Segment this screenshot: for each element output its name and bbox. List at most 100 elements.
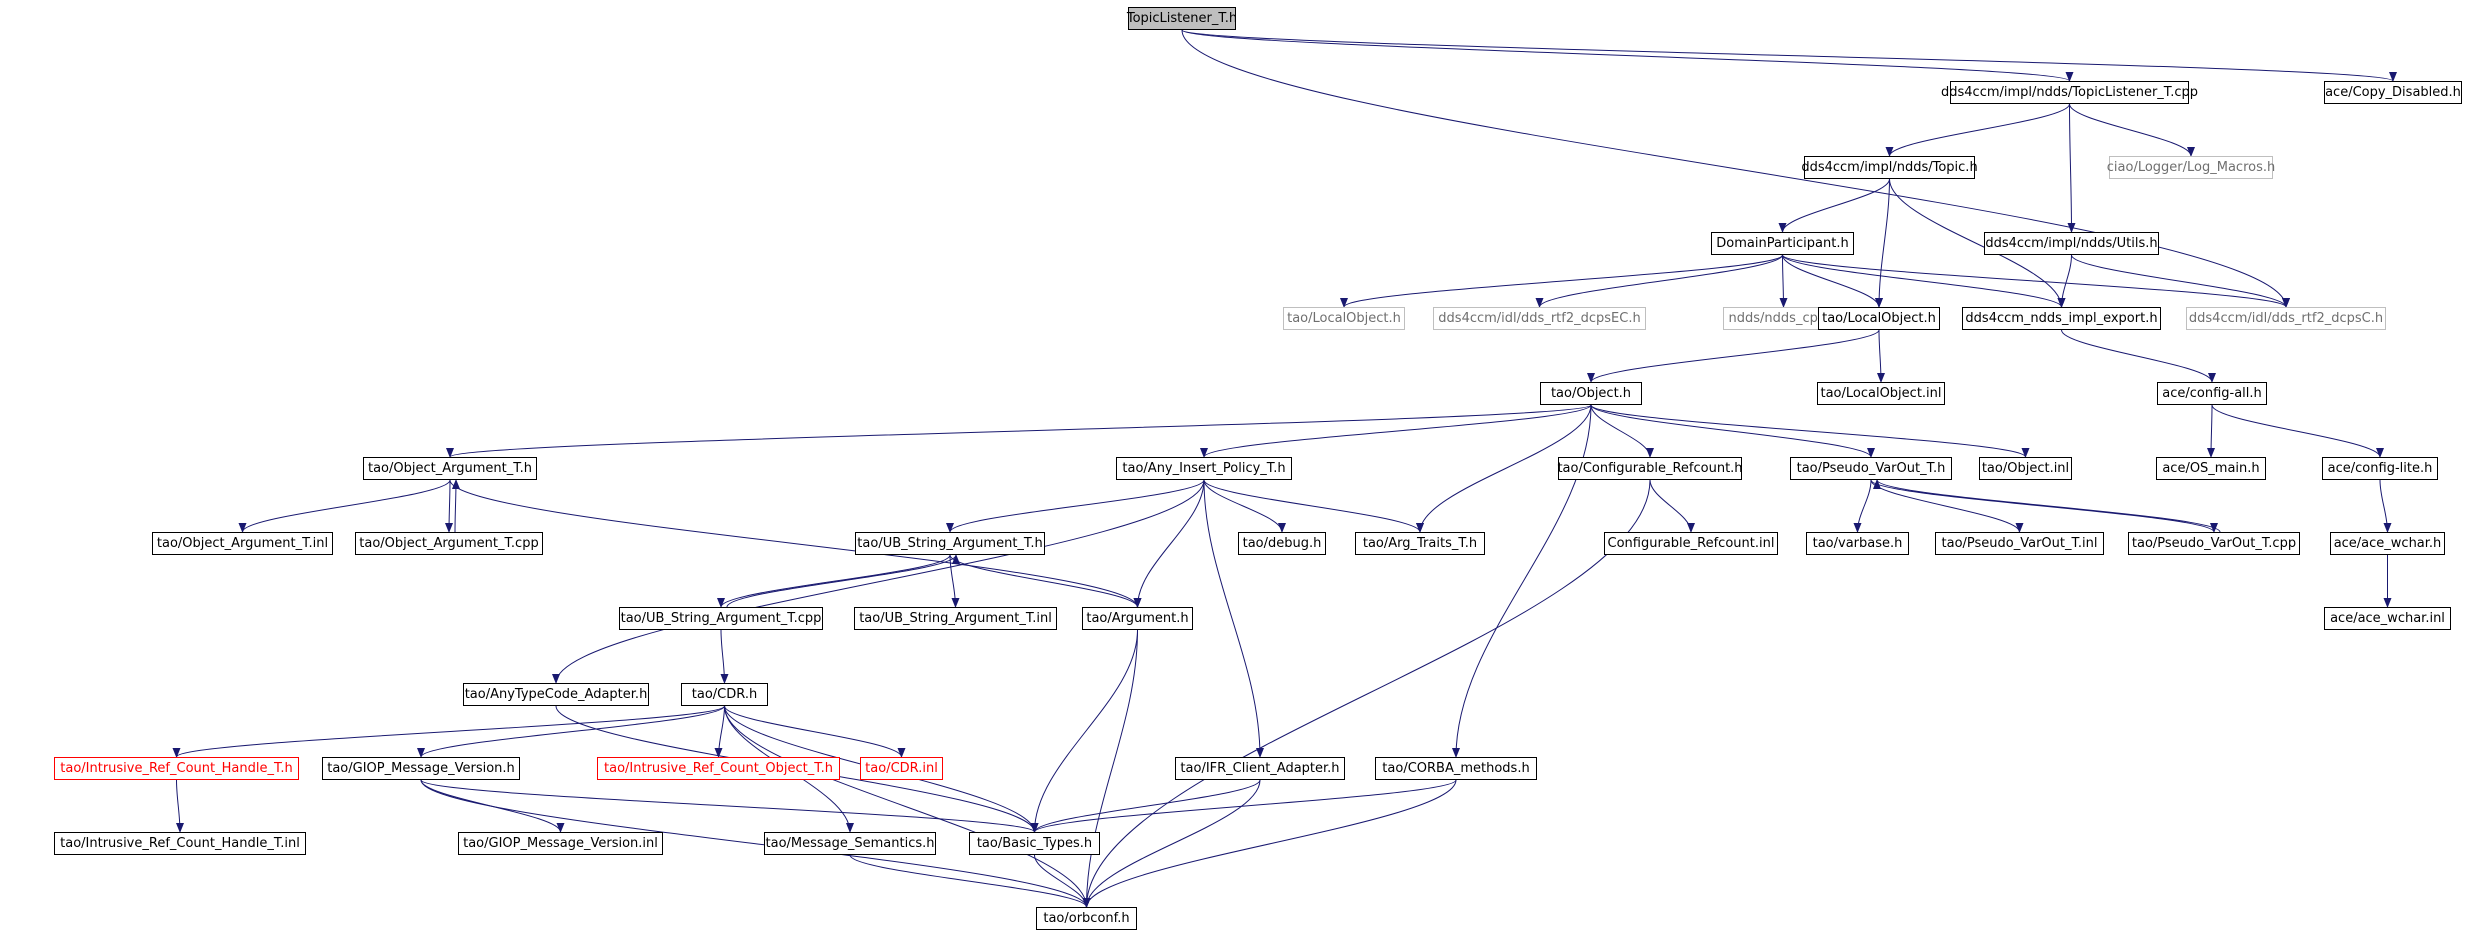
edge-tao-object-to-object-argument-h bbox=[446, 404, 1592, 458]
node-topic-h[interactable]: dds4ccm/impl/ndds/Topic.h bbox=[1801, 156, 1978, 179]
node-label: tao/Pseudo_VarOut_T.cpp bbox=[2131, 536, 2297, 551]
edge-giop-version-to-orbconf bbox=[420, 779, 1091, 908]
edge-tao-object-to-corba-methods bbox=[1452, 404, 1592, 758]
node-label: DomainParticipant.h bbox=[1716, 236, 1849, 251]
node-label: dds4ccm/impl/ndds/Topic.h bbox=[1801, 160, 1978, 175]
node-orbconf[interactable]: tao/orbconf.h bbox=[1036, 907, 1137, 930]
node-dcpsec[interactable]: dds4ccm/idl/dds_rtf2_dcpsEC.h bbox=[1433, 307, 1646, 330]
node-dcpsc[interactable]: dds4ccm/idl/dds_rtf2_dcpsC.h bbox=[2186, 307, 2386, 330]
node-label: tao/LocalObject.h bbox=[1822, 311, 1936, 326]
node-any-insert[interactable]: tao/Any_Insert_Policy_T.h bbox=[1116, 457, 1292, 480]
edge-any-insert-to-argument-h bbox=[1133, 479, 1205, 608]
node-varbase[interactable]: tao/varbase.h bbox=[1806, 532, 1909, 555]
edge-configurable-refcount-to-configurable-refcount-inl bbox=[1649, 479, 1695, 533]
node-object-argument-inl[interactable]: tao/Object_Argument_T.inl bbox=[152, 532, 333, 555]
edge-corba-methods-to-orbconf bbox=[1082, 779, 1457, 908]
edge-argument-h-to-basic-types bbox=[1030, 629, 1138, 833]
node-domainparticipant[interactable]: DomainParticipant.h bbox=[1711, 232, 1854, 255]
node-message-semantics[interactable]: tao/Message_Semantics.h bbox=[764, 832, 936, 855]
node-label: tao/Message_Semantics.h bbox=[765, 836, 935, 851]
node-tao-localobject-gray[interactable]: tao/LocalObject.h bbox=[1283, 307, 1405, 330]
edge-ub-string-cpp-to-ub-string-h bbox=[726, 554, 960, 608]
node-ub-string-cpp[interactable]: tao/UB_String_Argument_T.cpp bbox=[619, 607, 823, 630]
node-label: Configurable_Refcount.inl bbox=[1607, 536, 1775, 551]
node-label: tao/CDR.h bbox=[691, 687, 758, 702]
node-ub-string-h[interactable]: tao/UB_String_Argument_T.h bbox=[855, 532, 1045, 555]
node-label: TopicListener_T.h bbox=[1126, 11, 1238, 26]
node-giop-version-inl[interactable]: tao/GIOP_Message_Version.inl bbox=[458, 832, 663, 855]
node-configurable-refcount[interactable]: tao/Configurable_Refcount.h bbox=[1557, 457, 1743, 480]
node-intrusive-object[interactable]: tao/Intrusive_Ref_Count_Object_T.h bbox=[597, 757, 840, 780]
node-object-argument-cpp[interactable]: tao/Object_Argument_T.cpp bbox=[355, 532, 543, 555]
edge-cdr-h-to-intrusive-handle bbox=[172, 705, 725, 758]
node-label: tao/LocalObject.inl bbox=[1820, 386, 1942, 401]
node-label: tao/debug.h bbox=[1242, 536, 1322, 551]
node-label: ace/Copy_Disabled.h bbox=[2325, 85, 2461, 100]
node-corba-methods[interactable]: tao/CORBA_methods.h bbox=[1375, 757, 1537, 780]
edge-cdr-h-to-cdr-inl bbox=[724, 705, 906, 758]
node-utils-h[interactable]: dds4ccm/impl/ndds/Utils.h bbox=[1984, 232, 2159, 255]
node-label: tao/Pseudo_VarOut_T.h bbox=[1796, 461, 1946, 476]
edge-domainparticipant-to-tao-localobject-gray bbox=[1340, 254, 1783, 308]
node-pseudo-varout-h[interactable]: tao/Pseudo_VarOut_T.h bbox=[1790, 457, 1952, 480]
node-giop-version[interactable]: tao/GIOP_Message_Version.h bbox=[322, 757, 520, 780]
node-cdr-h[interactable]: tao/CDR.h bbox=[681, 683, 768, 706]
node-label: tao/Object_Argument_T.inl bbox=[156, 536, 329, 551]
edge-topiclistener-h-to-copy-disabled bbox=[1181, 29, 2397, 82]
node-basic-types[interactable]: tao/Basic_Types.h bbox=[969, 832, 1100, 855]
node-configurable-refcount-inl[interactable]: Configurable_Refcount.inl bbox=[1604, 532, 1778, 555]
edge-topiclistener-cpp-to-topic-h bbox=[1885, 103, 2070, 157]
node-anytypecode[interactable]: tao/AnyTypeCode_Adapter.h bbox=[463, 683, 649, 706]
edge-tao-localobject-to-localobject-inl bbox=[1876, 329, 1885, 383]
node-impl-export[interactable]: dds4ccm_ndds_impl_export.h bbox=[1962, 307, 2161, 330]
edge-cdr-h-to-intrusive-object bbox=[714, 705, 725, 758]
node-ifr-client[interactable]: tao/IFR_Client_Adapter.h bbox=[1175, 757, 1345, 780]
node-pseudo-varout-cpp[interactable]: tao/Pseudo_VarOut_T.cpp bbox=[2128, 532, 2300, 555]
node-ace-wchar-h[interactable]: ace/ace_wchar.h bbox=[2330, 532, 2445, 555]
edge-topiclistener-cpp-to-log-macros bbox=[2069, 103, 2195, 157]
edge-any-insert-to-debug-h bbox=[1203, 479, 1286, 533]
edge-cdr-h-to-orbconf bbox=[724, 705, 1091, 908]
edge-any-insert-to-ifr-client bbox=[1203, 479, 1264, 758]
node-cdr-inl[interactable]: tao/CDR.inl bbox=[860, 757, 943, 780]
node-label: tao/UB_String_Argument_T.cpp bbox=[620, 611, 822, 626]
node-object-argument-h[interactable]: tao/Object_Argument_T.h bbox=[363, 457, 537, 480]
node-label: dds4ccm/idl/dds_rtf2_dcpsEC.h bbox=[1438, 311, 1641, 326]
edge-topic-h-to-impl-export bbox=[1889, 178, 2066, 308]
node-os-main[interactable]: ace/OS_main.h bbox=[2156, 457, 2266, 480]
node-copy-disabled[interactable]: ace/Copy_Disabled.h bbox=[2324, 81, 2462, 104]
edge-utils-h-to-impl-export bbox=[2057, 254, 2072, 308]
node-tao-object[interactable]: tao/Object.h bbox=[1540, 382, 1642, 405]
edge-domainparticipant-to-tao-localobject bbox=[1782, 254, 1883, 308]
node-label: tao/AnyTypeCode_Adapter.h bbox=[464, 687, 648, 702]
node-object-inl[interactable]: tao/Object.inl bbox=[1979, 457, 2072, 480]
node-label: ace/OS_main.h bbox=[2162, 461, 2260, 476]
edge-tao-localobject-to-tao-object bbox=[1587, 329, 1880, 383]
node-config-lite[interactable]: ace/config-lite.h bbox=[2322, 457, 2438, 480]
node-intrusive-handle[interactable]: tao/Intrusive_Ref_Count_Handle_T.h bbox=[54, 757, 299, 780]
node-topiclistener-cpp[interactable]: dds4ccm/impl/ndds/TopicListener_T.cpp bbox=[1941, 81, 2198, 104]
node-ace-wchar-inl[interactable]: ace/ace_wchar.inl bbox=[2324, 607, 2451, 630]
edge-utils-h-to-dcpsc bbox=[2071, 254, 2290, 308]
edge-intrusive-handle-to-intrusive-handle-inl bbox=[175, 779, 184, 833]
node-arg-traits[interactable]: tao/Arg_Traits_T.h bbox=[1355, 532, 1485, 555]
node-ub-string-inl[interactable]: tao/UB_String_Argument_T.inl bbox=[854, 607, 1057, 630]
node-config-all[interactable]: ace/config-all.h bbox=[2157, 382, 2267, 405]
node-intrusive-handle-inl[interactable]: tao/Intrusive_Ref_Count_Handle_T.inl bbox=[54, 832, 306, 855]
node-label: ace/ace_wchar.inl bbox=[2330, 611, 2445, 626]
node-tao-localobject[interactable]: tao/LocalObject.h bbox=[1818, 307, 1940, 330]
edge-ub-string-cpp-to-cdr-h bbox=[720, 629, 729, 684]
node-label: tao/Object.inl bbox=[1981, 461, 2070, 476]
node-pseudo-varout-inl[interactable]: tao/Pseudo_VarOut_T.inl bbox=[1935, 532, 2104, 555]
edge-tao-object-to-object-inl bbox=[1590, 404, 2030, 458]
node-label: tao/GIOP_Message_Version.h bbox=[327, 761, 515, 776]
node-debug-h[interactable]: tao/debug.h bbox=[1238, 532, 1326, 555]
node-label: tao/GIOP_Message_Version.inl bbox=[463, 836, 658, 851]
node-label: tao/Object_Argument_T.h bbox=[367, 461, 532, 476]
node-localobject-inl[interactable]: tao/LocalObject.inl bbox=[1817, 382, 1945, 405]
edge-topiclistener-h-to-dcpsc bbox=[1181, 29, 2290, 308]
node-argument-h[interactable]: tao/Argument.h bbox=[1082, 607, 1193, 630]
node-log-macros[interactable]: ciao/Logger/Log_Macros.h bbox=[2107, 156, 2275, 179]
node-label: ace/config-lite.h bbox=[2327, 461, 2433, 476]
